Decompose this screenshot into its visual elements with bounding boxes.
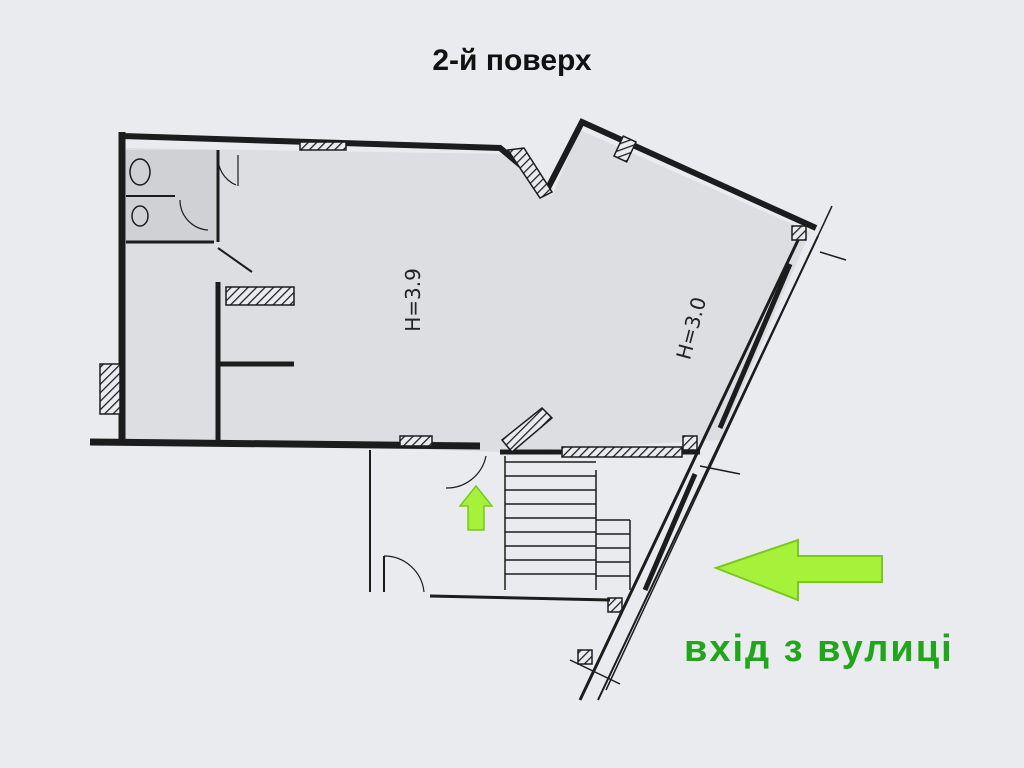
height-label-main: H=3.9	[401, 268, 425, 332]
stair-hall	[369, 450, 611, 602]
up-arrow-icon	[458, 484, 494, 531]
entrance-arrow-icon	[713, 538, 883, 602]
entrance-label: вхід з вулиці	[684, 628, 954, 670]
room-area	[125, 130, 810, 452]
toilet-icon	[129, 158, 151, 227]
hatched-wall-segments	[99, 135, 683, 458]
right-facade	[569, 205, 847, 701]
page-title: 2-й поверх	[432, 44, 592, 77]
door-swing-icon	[179, 154, 239, 231]
interior-partition	[215, 282, 294, 440]
stairs-icon	[504, 456, 631, 590]
bathroom	[126, 150, 253, 273]
